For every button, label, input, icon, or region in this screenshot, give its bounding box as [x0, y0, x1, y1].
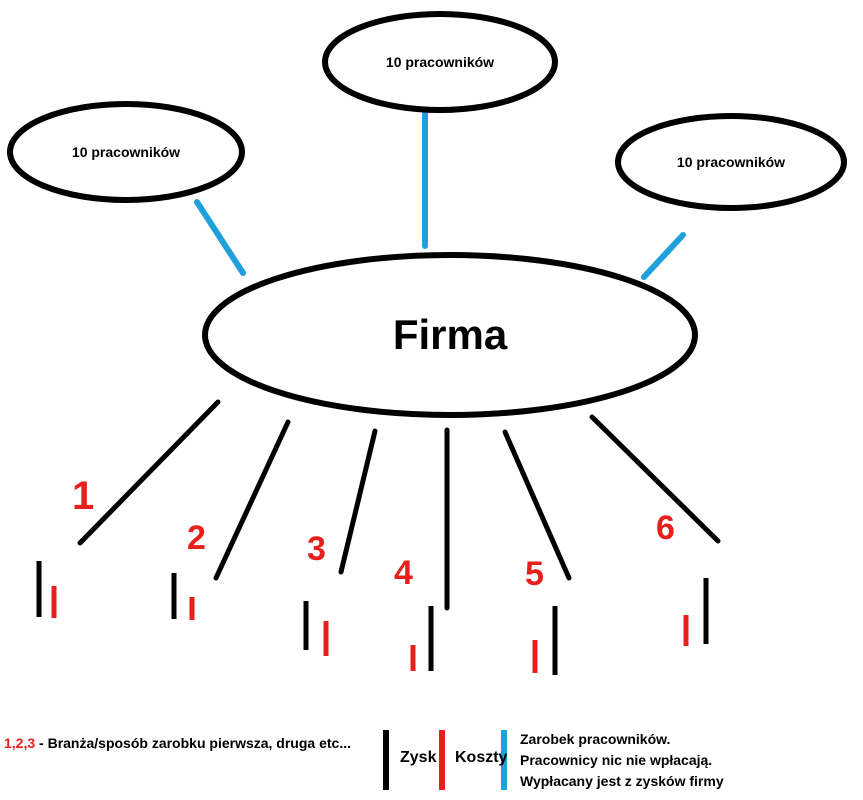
connector-right: [641, 232, 686, 280]
node-shape-group: [7, 11, 847, 418]
firma-label: Firma: [392, 311, 508, 358]
employees-right-label: 10 pracowników: [676, 154, 786, 170]
branch-number-5: 5: [525, 555, 544, 593]
firma-ellipse[interactable]: [202, 252, 698, 418]
employees-left-label: 10 pracowników: [71, 144, 181, 160]
branch-line-1: [77, 399, 221, 546]
branch-number-1: 1: [72, 474, 95, 518]
legend-swatch-group: [383, 730, 507, 790]
branch-bar-group: [36, 561, 709, 675]
legend-branch-key-numbers: 1,2,3: [4, 735, 36, 751]
branch-number-6: 6: [656, 509, 675, 547]
branch-number-2: 2: [187, 519, 206, 557]
employees-top-label: 10 pracowników: [385, 54, 495, 70]
branch-line-3: [338, 428, 378, 575]
branch-line-5: [502, 429, 572, 581]
legend-cost-label: Koszty: [455, 749, 508, 766]
employees-left-ellipse[interactable]: [7, 101, 245, 203]
branch-line-6: [589, 414, 721, 544]
legend-profit-label: Zysk: [400, 749, 437, 766]
employees-right-ellipse[interactable]: [615, 113, 847, 211]
branch-number-4: 4: [394, 554, 413, 592]
legend-employees-note-line-2: Pracownicy nic nie wpłacają.: [520, 752, 713, 768]
employee-connector-group: [194, 109, 686, 280]
legend-employees-note-line-3: Wypłacany jest z zysków firmy: [520, 773, 724, 789]
branch-line-2: [213, 419, 291, 581]
branch-number-3: 3: [307, 530, 326, 568]
legend-branch-key: 1,2,3 - Branża/sposób zarobku pierwsza, …: [4, 736, 351, 750]
legend-branch-key-description: - Branża/sposób zarobku pierwsza, druga …: [35, 735, 351, 751]
employees-top-ellipse[interactable]: [322, 11, 558, 113]
connector-left: [194, 199, 246, 276]
branch-connector-group: [77, 399, 721, 611]
legend-employees-note-line-1: Zarobek pracowników.: [520, 731, 671, 747]
